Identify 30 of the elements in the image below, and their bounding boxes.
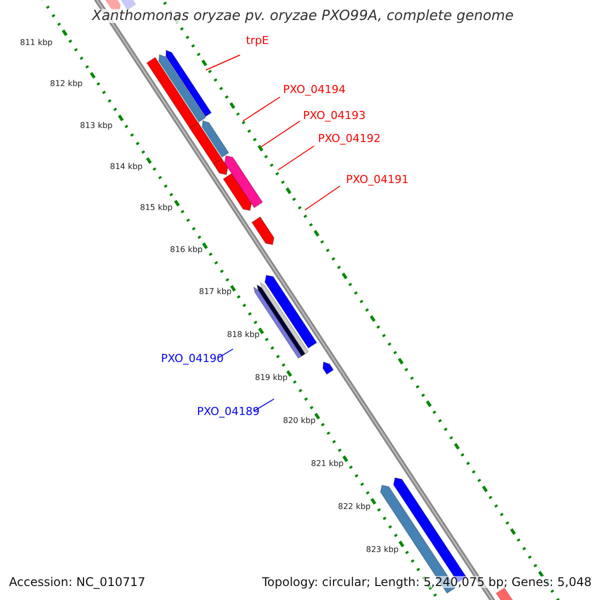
leader-line [278,146,314,170]
leader-line [254,398,274,412]
gene-label: PXO_04189 [197,406,260,417]
leader-line [206,54,240,70]
scale-label: 823 kbp [366,546,399,554]
scale-label: 820 kbp [283,417,316,425]
scale-label: 816 kbp [170,246,203,254]
gene-label: PXO_04192 [318,133,381,144]
scale-label: 821 kbp [311,460,344,468]
genome-stats-text: Topology: circular; Length: 5,240,075 bp; Genes: 5,048 [262,576,592,588]
scale-label: 814 kbp [110,163,143,171]
scale-label: 811 kbp [20,39,53,47]
scale-label: 822 kbp [338,503,371,511]
leader-line [242,96,280,122]
leader-line [218,348,234,358]
gene-label: trpE [246,35,269,46]
scale-label: 813 kbp [80,122,113,130]
genome-title: Xanthomonas oryzae pv. oryzae PXO99A, complete genome [92,9,514,23]
scale-label: 812 kbp [50,80,83,88]
gene-label: PXO_04194 [283,84,346,95]
accession-text: Accession: NC_010717 [9,576,146,588]
gene-label: PXO_04191 [346,174,409,185]
scale-label: 817 kbp [199,288,232,296]
gene-label: PXO_04190 [161,353,224,364]
scale-label: 818 kbp [227,331,260,339]
scale-label: 815 kbp [140,204,173,212]
leader-line [260,120,300,148]
scale-label: 819 kbp [255,374,288,382]
leader-line [304,186,340,210]
gene-label: PXO_04193 [303,110,366,121]
